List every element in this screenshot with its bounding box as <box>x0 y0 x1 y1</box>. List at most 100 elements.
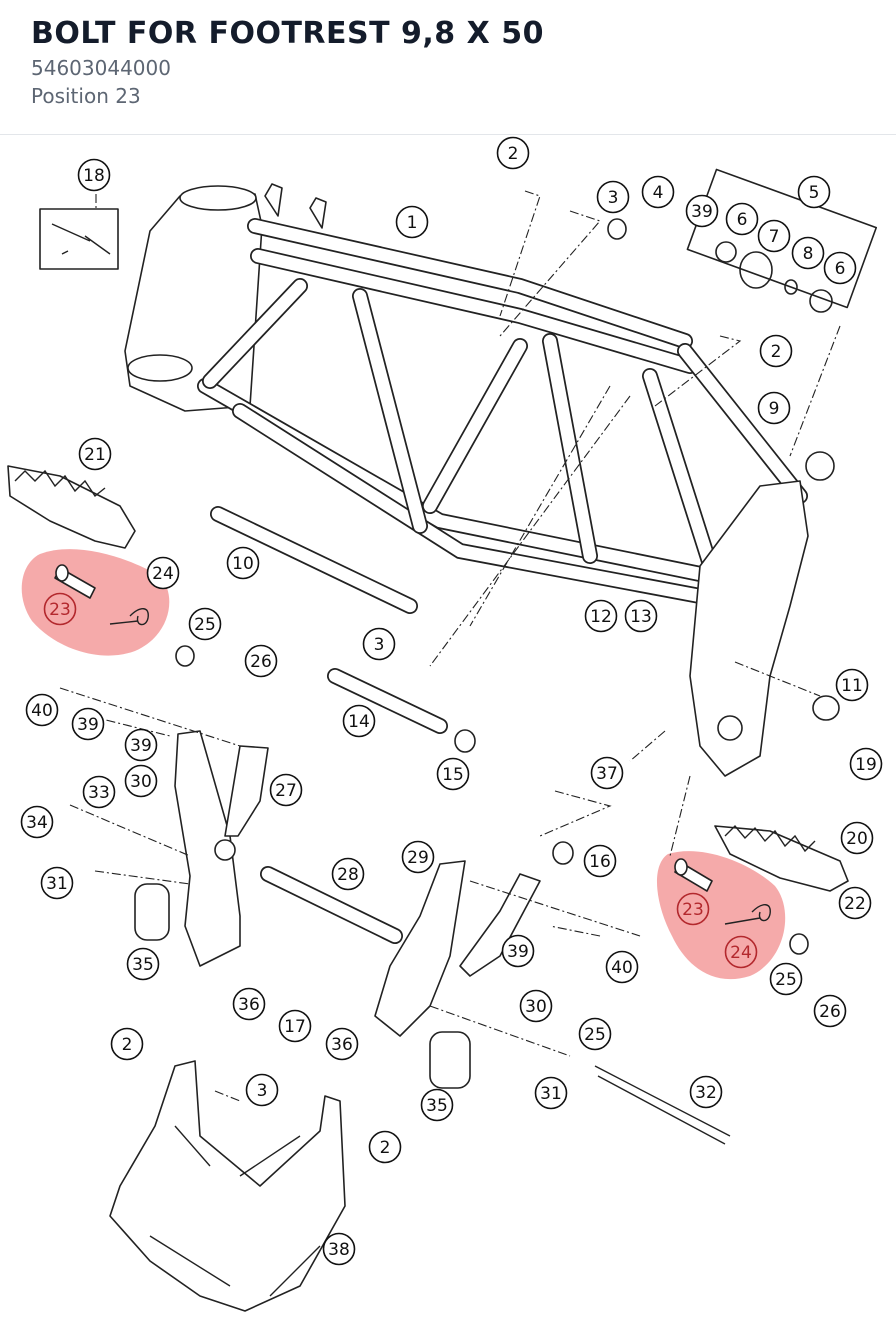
callout-30[interactable]: 30 <box>519 989 553 1023</box>
callout-33[interactable]: 33 <box>82 775 116 809</box>
frame-drawing <box>109 183 835 1312</box>
callout-38[interactable]: 38 <box>322 1232 356 1266</box>
callout-circle <box>605 950 639 984</box>
callout-9[interactable]: 9 <box>757 391 791 425</box>
callout-label: 10 <box>232 554 254 574</box>
callout-14[interactable]: 14 <box>342 704 376 738</box>
callout-circle <box>322 1232 356 1266</box>
callout-circle <box>813 994 847 1028</box>
callout-25[interactable]: 25 <box>188 607 222 641</box>
callout-2[interactable]: 2 <box>759 334 793 368</box>
callout-6[interactable]: 6 <box>725 202 759 236</box>
callout-3[interactable]: 3 <box>362 627 396 661</box>
callout-circle <box>25 693 59 727</box>
callout-circle <box>823 251 857 285</box>
callout-7[interactable]: 7 <box>757 219 791 253</box>
callout-6[interactable]: 6 <box>823 251 857 285</box>
callout-22[interactable]: 22 <box>838 886 872 920</box>
callout-36[interactable]: 36 <box>325 1027 359 1061</box>
callout-39[interactable]: 39 <box>71 707 105 741</box>
callout-11[interactable]: 11 <box>835 668 869 702</box>
callout-39[interactable]: 39 <box>685 194 719 228</box>
callout-37[interactable]: 37 <box>590 756 624 790</box>
callout-circle <box>401 840 435 874</box>
callout-39[interactable]: 39 <box>124 728 158 762</box>
callout-23[interactable]: 23 <box>676 892 710 926</box>
callout-label: 7 <box>769 227 780 247</box>
callout-32[interactable]: 32 <box>689 1075 723 1109</box>
callout-label: 13 <box>630 607 652 627</box>
callout-17[interactable]: 17 <box>278 1009 312 1043</box>
callout-30[interactable]: 30 <box>124 764 158 798</box>
callout-26[interactable]: 26 <box>813 994 847 1028</box>
callout-circle <box>501 934 535 968</box>
callout-23[interactable]: 23 <box>43 592 77 626</box>
callout-8[interactable]: 8 <box>791 236 825 270</box>
callout-24[interactable]: 24 <box>146 556 180 590</box>
callout-20[interactable]: 20 <box>840 821 874 855</box>
callout-label: 2 <box>771 342 782 362</box>
callout-label: 8 <box>803 244 814 264</box>
callout-31[interactable]: 31 <box>40 866 74 900</box>
callout-25[interactable]: 25 <box>578 1017 612 1051</box>
callout-39[interactable]: 39 <box>501 934 535 968</box>
callout-16[interactable]: 16 <box>583 844 617 878</box>
callout-2[interactable]: 2 <box>496 136 530 170</box>
callout-1[interactable]: 1 <box>395 205 429 239</box>
callout-label: 38 <box>328 1240 350 1260</box>
callout-31[interactable]: 31 <box>534 1076 568 1110</box>
callout-3[interactable]: 3 <box>245 1073 279 1107</box>
callout-label: 20 <box>846 829 868 849</box>
callout-4[interactable]: 4 <box>641 175 675 209</box>
callout-circle <box>436 757 470 791</box>
callout-26[interactable]: 26 <box>244 644 278 678</box>
callout-5[interactable]: 5 <box>797 175 831 209</box>
callout-40[interactable]: 40 <box>25 693 59 727</box>
callout-label: 34 <box>26 813 48 833</box>
callout-24[interactable]: 24 <box>724 935 758 969</box>
callout-label: 39 <box>77 715 99 735</box>
leader-lines <box>59 190 841 1102</box>
callout-28[interactable]: 28 <box>331 857 365 891</box>
callout-circle <box>534 1076 568 1110</box>
callout-circle <box>835 668 869 702</box>
callout-label: 35 <box>132 955 154 975</box>
callout-circle <box>791 236 825 270</box>
callout-label: 25 <box>194 615 216 635</box>
callout-circle <box>331 857 365 891</box>
callout-35[interactable]: 35 <box>126 947 160 981</box>
callout-15[interactable]: 15 <box>436 757 470 791</box>
callout-circle <box>188 607 222 641</box>
callout-2[interactable]: 2 <box>368 1130 402 1164</box>
callout-circle <box>78 437 112 471</box>
callout-10[interactable]: 10 <box>226 546 260 580</box>
callout-36[interactable]: 36 <box>232 987 266 1021</box>
callout-label: 40 <box>31 701 53 721</box>
callout-19[interactable]: 19 <box>849 747 883 781</box>
bolt-23-right[interactable] <box>674 858 713 892</box>
callout-label: 31 <box>46 874 68 894</box>
callout-circle <box>838 886 872 920</box>
callout-label: 31 <box>540 1084 562 1104</box>
callout-label: 1 <box>407 213 418 233</box>
callout-25[interactable]: 25 <box>769 962 803 996</box>
callout-34[interactable]: 34 <box>20 805 54 839</box>
position-label: Position 23 <box>31 84 141 108</box>
callout-label: 11 <box>841 676 863 696</box>
callout-21[interactable]: 21 <box>78 437 112 471</box>
callout-3[interactable]: 3 <box>596 180 630 214</box>
callout-label: 21 <box>84 445 106 465</box>
callout-label: 16 <box>589 852 611 872</box>
page-header: BOLT FOR FOOTREST 9,8 X 50 54603044000 P… <box>0 0 896 135</box>
callout-18[interactable]: 18 <box>77 158 111 192</box>
callout-29[interactable]: 29 <box>401 840 435 874</box>
callout-label: 37 <box>596 764 618 784</box>
bolt-23-left[interactable] <box>54 564 96 599</box>
callout-40[interactable]: 40 <box>605 950 639 984</box>
callout-13[interactable]: 13 <box>624 599 658 633</box>
callout-35[interactable]: 35 <box>420 1088 454 1122</box>
callout-12[interactable]: 12 <box>584 599 618 633</box>
callout-2[interactable]: 2 <box>110 1027 144 1061</box>
callout-27[interactable]: 27 <box>269 773 303 807</box>
